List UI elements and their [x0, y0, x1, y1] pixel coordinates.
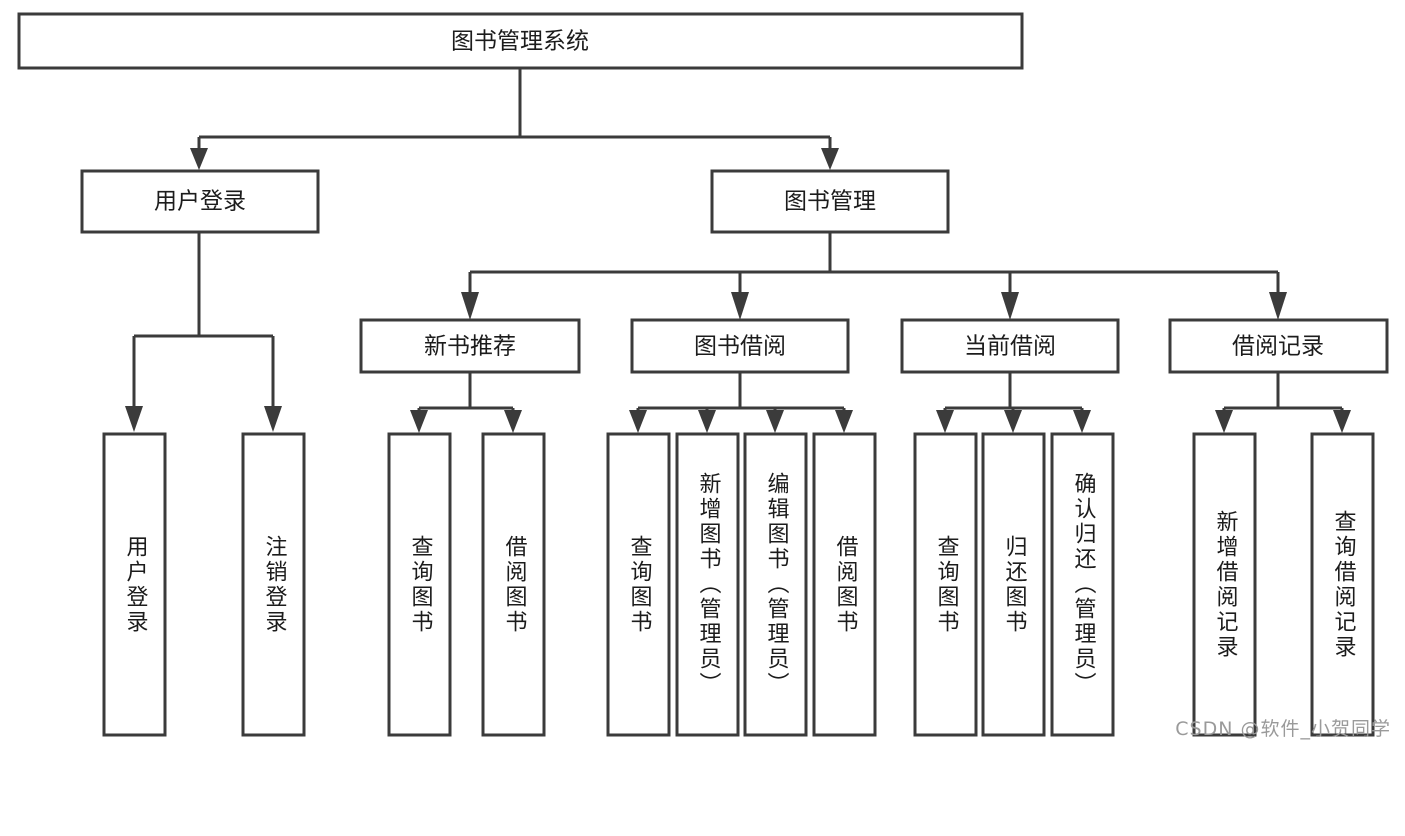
arrow-leaf-query-book-3-icon [936, 410, 954, 433]
watermark-text: CSDN @软件_小贺同学 [1175, 718, 1391, 740]
arrow-leaf-add-book-icon [698, 410, 716, 433]
node-leaf-query-record-box[interactable] [1310, 432, 1375, 737]
arrow-leaf-add-record-icon [1215, 410, 1233, 433]
node-leaf-confirm-return-box[interactable] [1050, 432, 1115, 737]
node-leaf-borrow-book-1-box[interactable] [481, 432, 546, 737]
arrow-leaf-edit-book-icon [766, 410, 784, 433]
node-leaf-add-record-box[interactable] [1192, 432, 1257, 737]
arrow-to-new-book-rec-icon [461, 292, 479, 320]
arrow-to-book-manage-icon [821, 148, 839, 170]
node-leaf-borrow-book-2-box[interactable] [812, 432, 877, 737]
node-book-manage-box[interactable] [710, 169, 950, 234]
arrow-to-borrow-record-icon [1269, 292, 1287, 320]
node-leaf-user-login-box[interactable] [102, 432, 167, 737]
node-current-borrow[interactable]: 当前借阅 [900, 318, 1120, 374]
node-root-box[interactable] [17, 12, 1024, 70]
diagram-canvas: 图书管理系统 用户登录 图书管理 新书推荐 图书借阅 当前 [17, 12, 1389, 737]
arrow-to-user-login-icon [190, 148, 208, 170]
node-leaf-query-book-3-box[interactable] [913, 432, 978, 737]
arrow-leaf-borrow-book-2-icon [835, 410, 853, 433]
node-user-login-label: 用户登录 [154, 189, 246, 215]
node-borrow-record-box[interactable] [1168, 318, 1389, 374]
node-leaf-add-book-box[interactable] [675, 432, 740, 737]
node-borrow-record[interactable]: 借阅记录 [1168, 318, 1389, 374]
arrow-leaf-query-book-1-icon [410, 410, 428, 433]
arrow-leaf-user-login-icon [125, 406, 143, 432]
node-leaf-return-book-box[interactable] [981, 432, 1046, 737]
node-root[interactable]: 图书管理系统 [17, 12, 1024, 70]
arrow-leaf-query-record-icon [1333, 410, 1351, 433]
node-leaf-edit-book-box[interactable] [743, 432, 808, 737]
node-root-label: 图书管理系统 [451, 29, 589, 55]
flowchart-diagram: 图书管理系统 用户登录 图书管理 新书推荐 图书借阅 当前 [17, 12, 1391, 740]
arrow-leaf-borrow-book-1-icon [504, 410, 522, 433]
node-user-login-box[interactable] [80, 169, 320, 234]
node-borrow-record-label: 借阅记录 [1232, 334, 1324, 360]
node-layer: 图书管理系统 用户登录 图书管理 新书推荐 图书借阅 当前 [17, 12, 1389, 737]
node-book-manage[interactable]: 图书管理 [710, 169, 950, 234]
node-book-manage-label: 图书管理 [784, 189, 876, 215]
arrow-leaf-user-logout-icon [264, 406, 282, 432]
node-current-borrow-label: 当前借阅 [964, 334, 1056, 360]
node-leaf-user-logout-box[interactable] [241, 432, 306, 737]
arrow-leaf-query-book-2-icon [629, 410, 647, 433]
connector-layer [125, 68, 1351, 433]
node-book-borrow-label: 图书借阅 [694, 334, 786, 360]
arrow-leaf-return-book-icon [1004, 410, 1022, 433]
node-leaf-query-book-2-box[interactable] [606, 432, 671, 737]
node-new-book-rec-box[interactable] [359, 318, 581, 374]
arrow-to-current-borrow-icon [1001, 292, 1019, 320]
node-new-book-rec-label: 新书推荐 [424, 334, 516, 360]
node-leaf-query-book-1-box[interactable] [387, 432, 452, 737]
node-user-login[interactable]: 用户登录 [80, 169, 320, 234]
arrow-to-book-borrow-icon [731, 292, 749, 320]
node-book-borrow-box[interactable] [630, 318, 850, 374]
node-book-borrow[interactable]: 图书借阅 [630, 318, 850, 374]
node-current-borrow-box[interactable] [900, 318, 1120, 374]
arrow-leaf-confirm-return-icon [1073, 410, 1091, 433]
node-new-book-rec[interactable]: 新书推荐 [359, 318, 581, 374]
